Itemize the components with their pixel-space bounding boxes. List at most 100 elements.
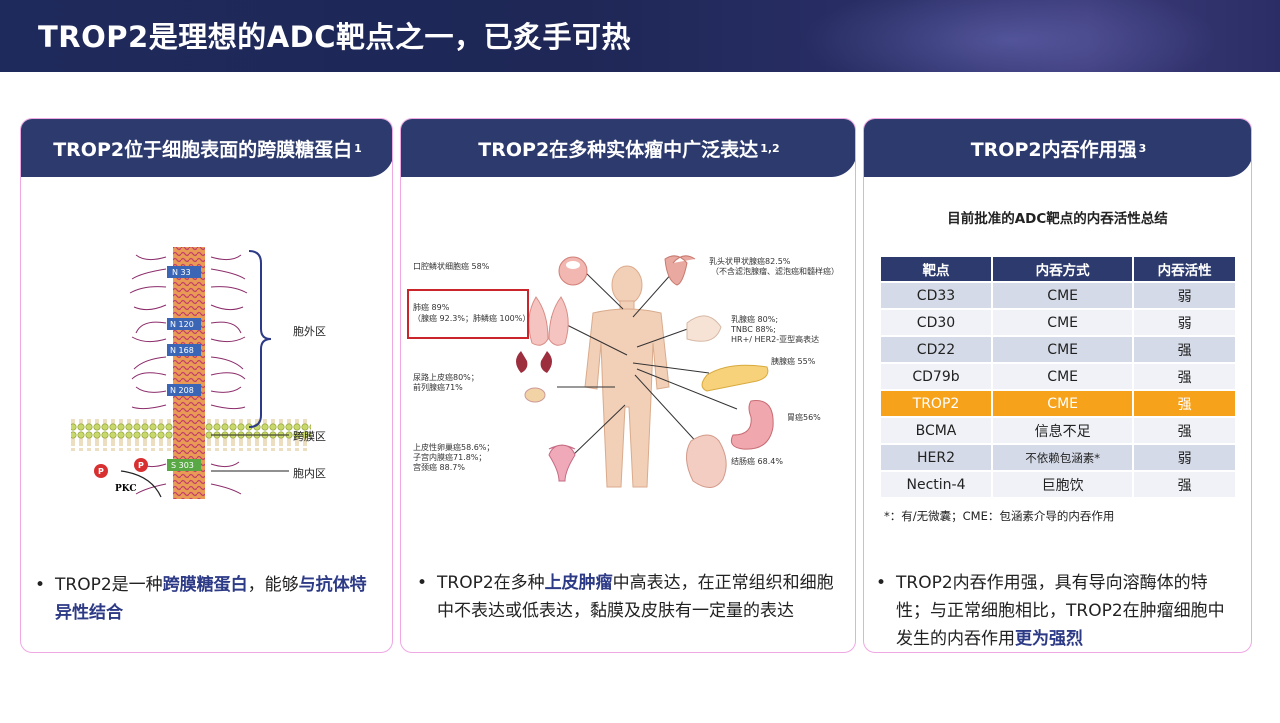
label-intracellular: 胞内区 <box>293 467 326 480</box>
label-urothelial-2: 前列腺癌71% <box>413 383 463 392</box>
label-urothelial-1: 尿路上皮癌80%； <box>413 373 479 382</box>
cell-target: TROP2 <box>881 391 991 416</box>
panel-expression-ref: 1,2 <box>760 141 780 155</box>
panel-endocytosis-heading-text: TROP2内吞作用强 <box>970 138 1137 161</box>
label-ovarian-1: 上皮性卵巢癌58.6%； <box>413 443 495 452</box>
panel-expression-bullet: •TROP2在多种上皮肿瘤中高表达，在正常组织和细胞中不表达或低表达，黏膜及皮肤… <box>417 569 837 625</box>
col-header-target: 靶点 <box>881 257 991 281</box>
endocytosis-table: 靶点 内吞方式 内吞活性 CD33 CME 弱 CD30 CME 弱 CD22 … <box>879 255 1237 499</box>
panel-endocytosis-ref: 3 <box>1138 141 1147 155</box>
bullet-text: 中高表达，在正常组织和细胞中不表达或低表达，黏膜及皮肤有一定量的表达 <box>437 573 834 621</box>
lung-highlight-box <box>407 289 529 339</box>
cell-activity: 强 <box>1134 418 1235 443</box>
human-body-diagram <box>516 255 774 488</box>
phospho-icon-1 <box>94 464 108 478</box>
cell-target: Nectin-4 <box>881 472 991 497</box>
extracellular-brace <box>248 250 272 428</box>
label-extracellular: 胞外区 <box>293 325 326 338</box>
panel-structure-bullet: • TROP2是一种跨膜糖蛋白，能够与抗体特异性结合 <box>35 571 375 627</box>
mouth-teeth <box>566 261 580 269</box>
label-lung-1: 肺癌 89% <box>413 303 450 312</box>
panel-endocytosis-bullet: •TROP2内吞作用强，具有导向溶酶体的特性；与正常细胞相比，TROP2在肿瘤细… <box>876 569 1241 652</box>
label-thyroid-1: 乳头状甲状腺癌82.5% <box>709 257 791 266</box>
label-breast-1: 乳腺癌 80%; <box>731 315 779 324</box>
cell-target: CD79b <box>881 364 991 389</box>
cell-activity: 强 <box>1134 364 1235 389</box>
title-bar: TROP2是理想的ADC靶点之一，已炙手可热 <box>0 0 1280 72</box>
cell-target: CD22 <box>881 337 991 362</box>
label-stomach: 胃癌56% <box>787 413 821 422</box>
site-n33 <box>167 266 201 278</box>
lungs-icon <box>528 296 569 346</box>
cell-mode: CME <box>992 310 1133 335</box>
label-lung-2: （腺癌 92.3%；肺鳞癌 100%） <box>413 314 531 323</box>
bullet-highlight: 上皮肿瘤 <box>544 573 613 593</box>
bullet-dot: • <box>35 575 46 595</box>
label-colon: 结肠癌 68.4% <box>731 457 783 466</box>
cell-mode: CME <box>992 283 1133 308</box>
label-ovarian-2: 子宫内膜癌71.8%； <box>413 453 487 462</box>
cell-mode: 不依赖包涵素* <box>992 445 1133 470</box>
cell-activity: 弱 <box>1134 445 1235 470</box>
cell-mode: CME <box>992 364 1133 389</box>
label-breast-3: HR+/ HER2-亚型高表达 <box>731 335 820 344</box>
site-n168-label: N 168 <box>170 346 194 355</box>
cell-mode: 信息不足 <box>992 418 1133 443</box>
table-title: 目前批准的ADC靶点的内吞活性总结 <box>947 211 1168 227</box>
thyroid-icon <box>664 255 696 286</box>
mouth-icon <box>558 256 588 286</box>
kidneys-icon <box>516 351 552 373</box>
site-n208-label: N 208 <box>170 386 194 395</box>
cell-activity: 弱 <box>1134 310 1235 335</box>
extracellular-loops <box>129 254 248 495</box>
bullet-text: TROP2内吞作用强，具有导向溶酶体的特性；与正常细胞相比，TROP2在肿瘤细胞… <box>896 573 1225 649</box>
cell-mode: CME <box>992 337 1133 362</box>
site-n168 <box>167 344 201 356</box>
label-breast-2: TNBC 88%; <box>731 325 776 334</box>
label-pancreas: 胰腺癌 55% <box>771 357 816 366</box>
site-s303 <box>167 459 201 471</box>
cell-target: BCMA <box>881 418 991 443</box>
site-n208 <box>167 384 201 396</box>
bullet-highlight: 与抗体特异性结合 <box>55 575 367 623</box>
cell-target: HER2 <box>881 445 991 470</box>
table-row: CD30 CME 弱 <box>881 310 1235 335</box>
pancreas-icon <box>701 364 769 392</box>
cell-target: CD30 <box>881 310 991 335</box>
label-thyroid-2: （不含滤泡腺瘤、滤泡癌和髓样癌） <box>711 267 839 276</box>
label-ovarian-3: 宫颈癌 88.7% <box>413 463 465 472</box>
bullet-highlight: 更为强烈 <box>1015 629 1083 649</box>
body-silhouette <box>584 265 670 488</box>
stomach-icon <box>730 400 774 450</box>
phospho-icon-2 <box>134 458 148 472</box>
table-row: CD79b CME 强 <box>881 364 1235 389</box>
table-row: BCMA 信息不足 强 <box>881 418 1235 443</box>
panel-structure-heading-text: TROP2位于细胞表面的跨膜糖蛋白 <box>53 138 353 161</box>
site-n33-label: N 33 <box>172 268 191 277</box>
cell-mode: 巨胞饮 <box>992 472 1133 497</box>
leader-lines <box>550 271 738 458</box>
cell-activity: 强 <box>1134 472 1235 497</box>
phospho-label-1: P <box>98 467 104 476</box>
bullet-text: TROP2是一种 <box>55 575 163 595</box>
pkc-label: PKC <box>115 484 137 494</box>
site-n120 <box>167 318 201 330</box>
colon-icon <box>686 434 727 488</box>
col-header-activity: 内吞活性 <box>1134 257 1235 281</box>
pkc-arrow <box>120 470 162 498</box>
bullet-text: ，能够 <box>247 575 299 595</box>
bullet-highlight: 跨膜糖蛋白 <box>162 575 248 595</box>
title-glow <box>800 0 1220 72</box>
cell-activity: 强 <box>1134 391 1235 416</box>
uterus-icon <box>548 444 576 482</box>
breast-icon <box>686 315 722 342</box>
table-row: HER2 不依赖包涵素* 弱 <box>881 445 1235 470</box>
cell-activity: 强 <box>1134 337 1235 362</box>
table-header-row: 靶点 内吞方式 内吞活性 <box>881 257 1235 281</box>
cell-mode: CME <box>992 391 1133 416</box>
